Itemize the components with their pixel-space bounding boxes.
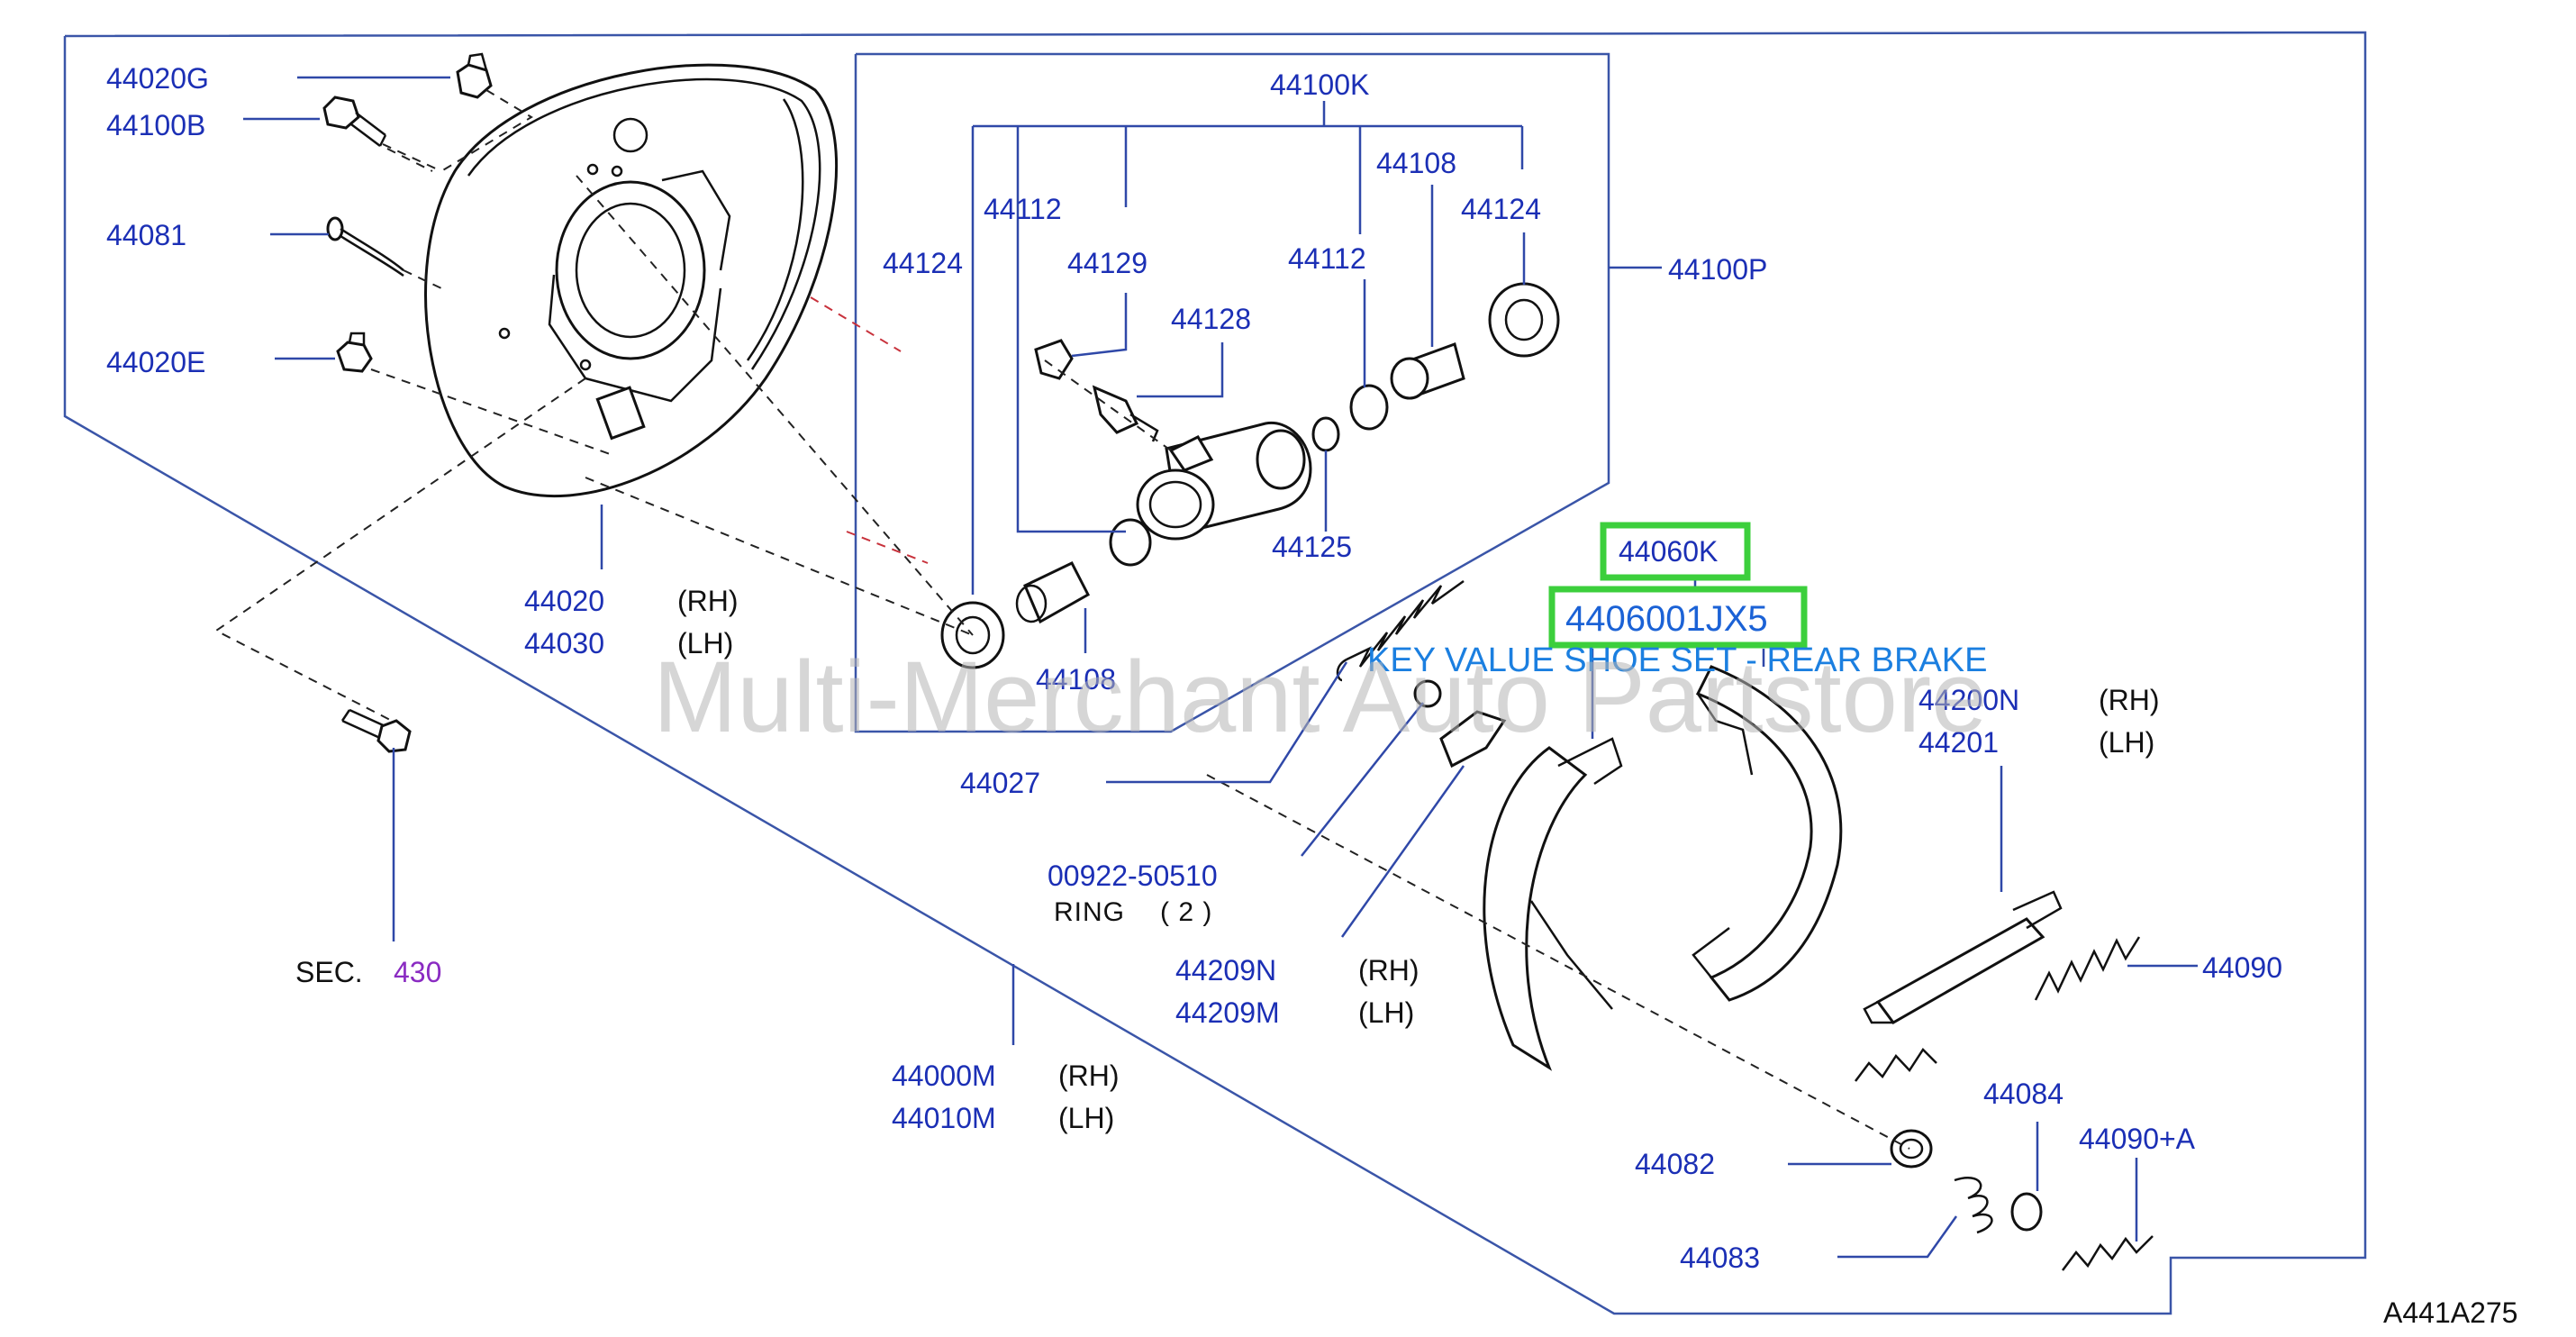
label-44201-lh: (LH) [2099, 726, 2154, 759]
guide-hardware [1206, 774, 1910, 1150]
cup-44082 [1890, 1129, 1933, 1169]
label-44090-plus-a[interactable]: 44090+A [2079, 1123, 2196, 1155]
retainer-44209 [1439, 710, 1507, 769]
piston-44108-lower [1015, 561, 1090, 624]
guide-sec-430 [214, 377, 586, 722]
label-44108-upper[interactable]: 44108 [1376, 147, 1456, 179]
label-44000M[interactable]: 44000M [892, 1060, 996, 1092]
cup-44112-lower [1109, 518, 1152, 567]
spring-44090 [1855, 936, 2141, 1082]
label-44030-lh: (LH) [677, 627, 733, 659]
boot-44124 [1488, 282, 1560, 358]
guide-bolt-44100B-2 [386, 148, 433, 172]
washer-44084 [2010, 1192, 2043, 1232]
spring-44027 [1336, 579, 1465, 682]
label-44125[interactable]: 44125 [1272, 531, 1352, 563]
adjuster-44200N [1863, 890, 2063, 1024]
spring-44090-a [2062, 1235, 2154, 1271]
label-44112-right[interactable]: 44112 [1288, 242, 1366, 275]
highlight-box-44060K[interactable] [1600, 522, 1751, 581]
backing-plate [424, 63, 839, 498]
watermark: Multi-Merchant Auto Partstore [653, 641, 1987, 753]
bolt-44020G [456, 52, 493, 99]
pin-44081 [326, 216, 404, 277]
leader-44209 [1340, 765, 1465, 938]
label-44201[interactable]: 44201 [1918, 726, 1999, 759]
nut-44020E [336, 332, 373, 373]
label-4406001JX5[interactable]: 4406001JX5 [1565, 599, 1768, 639]
brake-shoe-rear [1692, 665, 1843, 1002]
label-44010M-lh: (LH) [1058, 1102, 1114, 1134]
label-44082[interactable]: 44082 [1635, 1148, 1715, 1180]
leader-44129 [1071, 293, 1128, 358]
wheel-cylinder-frame [854, 52, 1610, 733]
label-44090[interactable]: 44090 [2202, 951, 2282, 984]
label-00922-50510[interactable]: 00922-50510 [1048, 860, 1218, 892]
label-44209M-lh: (LH) [1358, 996, 1414, 1029]
label-sec: SEC. [295, 956, 363, 988]
label-44000M-rh: (RH) [1058, 1060, 1120, 1092]
leader-44083 [1837, 1215, 1958, 1259]
label-44108-lower[interactable]: 44108 [1036, 663, 1116, 696]
brake-shoe-front [1483, 737, 1623, 1071]
label-44124-left[interactable]: 44124 [883, 247, 963, 279]
label-44100P[interactable]: 44100P [1668, 253, 1767, 286]
highlight-box-4406001JX5[interactable] [1548, 586, 1808, 649]
label-44124-right[interactable]: 44124 [1461, 193, 1541, 225]
guide-cylinder-upper [576, 175, 974, 636]
guide-44020E [370, 368, 613, 456]
guide-44020G [440, 89, 533, 172]
label-ring: RING [1054, 897, 1125, 927]
guide-cylinder-upper-red [810, 296, 902, 352]
leader-44100K-group [971, 101, 1524, 595]
piston-44108 [1390, 342, 1465, 400]
label-44129[interactable]: 44129 [1067, 247, 1147, 279]
bolt-sec-430 [340, 708, 412, 753]
spring-44083 [1954, 1177, 1993, 1234]
leader-44027 [1106, 661, 1348, 784]
label-44084[interactable]: 44084 [1983, 1078, 2064, 1110]
label-44083[interactable]: 44083 [1680, 1242, 1760, 1274]
cup-44112 [1311, 384, 1389, 452]
wheel-cylinder [1136, 421, 1312, 541]
label-44020[interactable]: 44020 [524, 585, 604, 617]
label-44209M[interactable]: 44209M [1175, 996, 1280, 1029]
leader-00922 [1301, 702, 1424, 857]
label-44100K[interactable]: 44100K [1270, 68, 1369, 101]
label-44081[interactable]: 44081 [106, 219, 186, 251]
label-44020G[interactable]: 44020G [106, 62, 209, 95]
label-44100B[interactable]: 44100B [106, 109, 205, 141]
bolt-44100B [322, 96, 387, 147]
label-44020-rh: (RH) [677, 585, 739, 617]
label-44010M[interactable]: 44010M [892, 1102, 996, 1134]
label-44060K[interactable]: 44060K [1619, 535, 1718, 568]
leader-44128 [1137, 342, 1224, 398]
figure-code: A441A275 [2383, 1296, 2517, 1329]
label-44200N-rh: (RH) [2099, 684, 2160, 716]
label-44020E[interactable]: 44020E [106, 346, 205, 378]
label-44128[interactable]: 44128 [1171, 303, 1251, 335]
label-44209N[interactable]: 44209N [1175, 954, 1276, 987]
label-44200N[interactable]: 44200N [1918, 684, 2019, 716]
label-44030[interactable]: 44030 [524, 627, 604, 659]
label-44209N-rh: (RH) [1358, 954, 1420, 987]
assembly-frame [63, 31, 2367, 1315]
guide-cylinder-lower-red [846, 531, 929, 564]
guide-44081 [403, 269, 442, 289]
guide-44100B [382, 143, 442, 172]
label-ring-qty: ( 2 ) [1160, 897, 1212, 927]
label-44112-upper[interactable]: 44112 [984, 193, 1062, 225]
store-caption: KEY VALUE SHOE SET - REAR BRAKE [1367, 641, 1987, 679]
label-sec-430[interactable]: 430 [394, 956, 441, 988]
guide-cylinder-lower [585, 477, 974, 636]
ring-00922-50510 [1413, 679, 1442, 708]
cap-44129 [1034, 339, 1074, 380]
label-44027[interactable]: 44027 [960, 767, 1040, 799]
